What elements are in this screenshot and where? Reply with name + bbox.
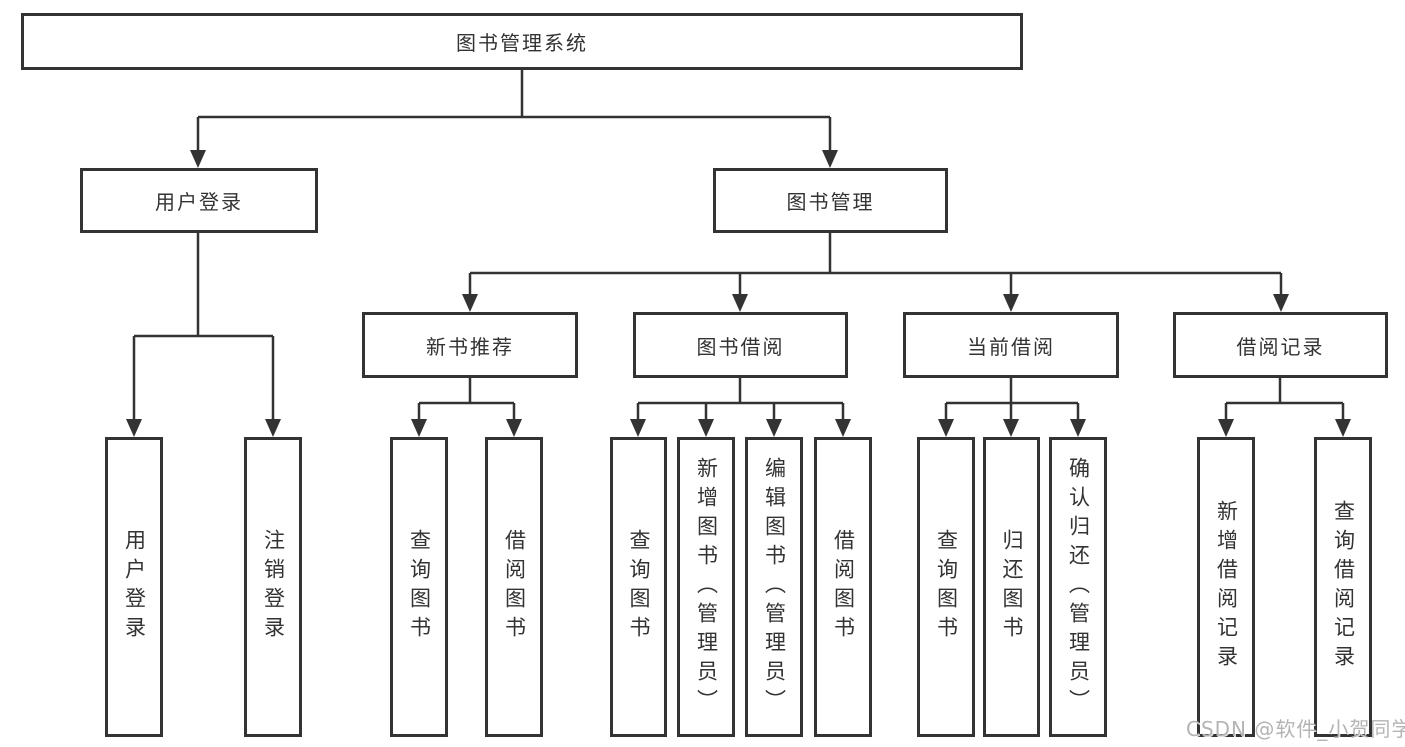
arrowheads-currentborrow-leaves [938, 419, 1086, 437]
leaf-borrowing-edit-books-admin: 编辑图书（管理员） [745, 437, 803, 737]
leaf-label: 编辑图书（管理员） [762, 456, 787, 718]
connector-currentborrow-to-leaves [944, 378, 1080, 420]
leaf-label: 借阅图书 [502, 529, 527, 645]
csdn-watermark: CSDN @软件_小贺同学 [1186, 717, 1405, 741]
leaf-records-add-borrow-record: 新增借阅记录 [1197, 437, 1255, 737]
connector-bookmgmt-to-level3 [468, 233, 1283, 295]
node-label: 借阅记录 [1236, 334, 1325, 359]
leaf-label: 归还图书 [1000, 529, 1024, 645]
leaf-borrowing-query-books: 查询图书 [610, 437, 667, 737]
node-label: 用户登录 [155, 190, 243, 214]
node-borrow-records: 借阅记录 [1173, 312, 1388, 378]
leaf-logout-login: 注销登录 [244, 437, 302, 737]
leaf-records-query-borrow-record: 查询借阅记录 [1314, 437, 1372, 737]
leaf-user-login: 用户登录 [105, 437, 163, 737]
arrowheads-level2 [190, 150, 838, 168]
leaf-label: 新增图书（管理员） [694, 456, 719, 718]
arrowheads-bookborrow-leaves [630, 419, 851, 437]
leaf-label: 注销登录 [261, 529, 286, 645]
connector-root-to-level2 [196, 69, 832, 151]
leaf-label: 借阅图书 [831, 529, 856, 645]
arrowheads-userlogin-leaves [126, 419, 281, 437]
node-label: 图书管理 [786, 190, 875, 214]
leaf-label: 查询图书 [627, 529, 651, 645]
leaf-current-confirm-return-admin: 确认归还（管理员） [1049, 437, 1107, 737]
arrowheads-borrowrecord-leaves [1218, 419, 1351, 437]
leaf-label: 用户登录 [122, 529, 147, 645]
connector-userlogin-to-leaves [132, 233, 275, 420]
connector-borrowrecord-to-leaves [1224, 378, 1345, 420]
leaf-newbook-borrow-books: 借阅图书 [485, 437, 543, 737]
arrowheads-newbook-leaves [411, 419, 522, 437]
leaf-label: 查询图书 [407, 529, 432, 645]
leaf-label: 确认归还（管理员） [1066, 456, 1091, 718]
node-label: 新书推荐 [426, 334, 514, 359]
node-label: 图书管理系统 [456, 31, 588, 55]
leaf-borrowing-add-books-admin: 新增图书（管理员） [677, 437, 735, 737]
node-book-management: 图书管理 [713, 168, 948, 233]
leaf-label: 查询借阅记录 [1331, 500, 1356, 674]
leaf-newbook-query-books: 查询图书 [390, 437, 448, 737]
leaf-label: 新增借阅记录 [1214, 500, 1239, 674]
node-new-book-recommend: 新书推荐 [362, 312, 578, 378]
node-library-management-system: 图书管理系统 [21, 13, 1023, 70]
arrowheads-level3 [462, 294, 1289, 312]
leaf-current-return-books: 归还图书 [983, 437, 1040, 737]
node-current-borrowing: 当前借阅 [903, 312, 1119, 378]
node-label: 图书借阅 [696, 334, 785, 359]
leaf-current-query-books: 查询图书 [917, 437, 975, 737]
node-book-borrowing: 图书借阅 [633, 312, 848, 378]
connector-bookborrow-to-leaves [636, 378, 845, 420]
leaf-label: 查询图书 [934, 529, 959, 645]
node-label: 当前借阅 [967, 334, 1055, 359]
node-user-login: 用户登录 [80, 168, 318, 233]
connector-newbook-to-leaves [417, 378, 516, 420]
leaf-borrowing-borrow-books: 借阅图书 [814, 437, 872, 737]
